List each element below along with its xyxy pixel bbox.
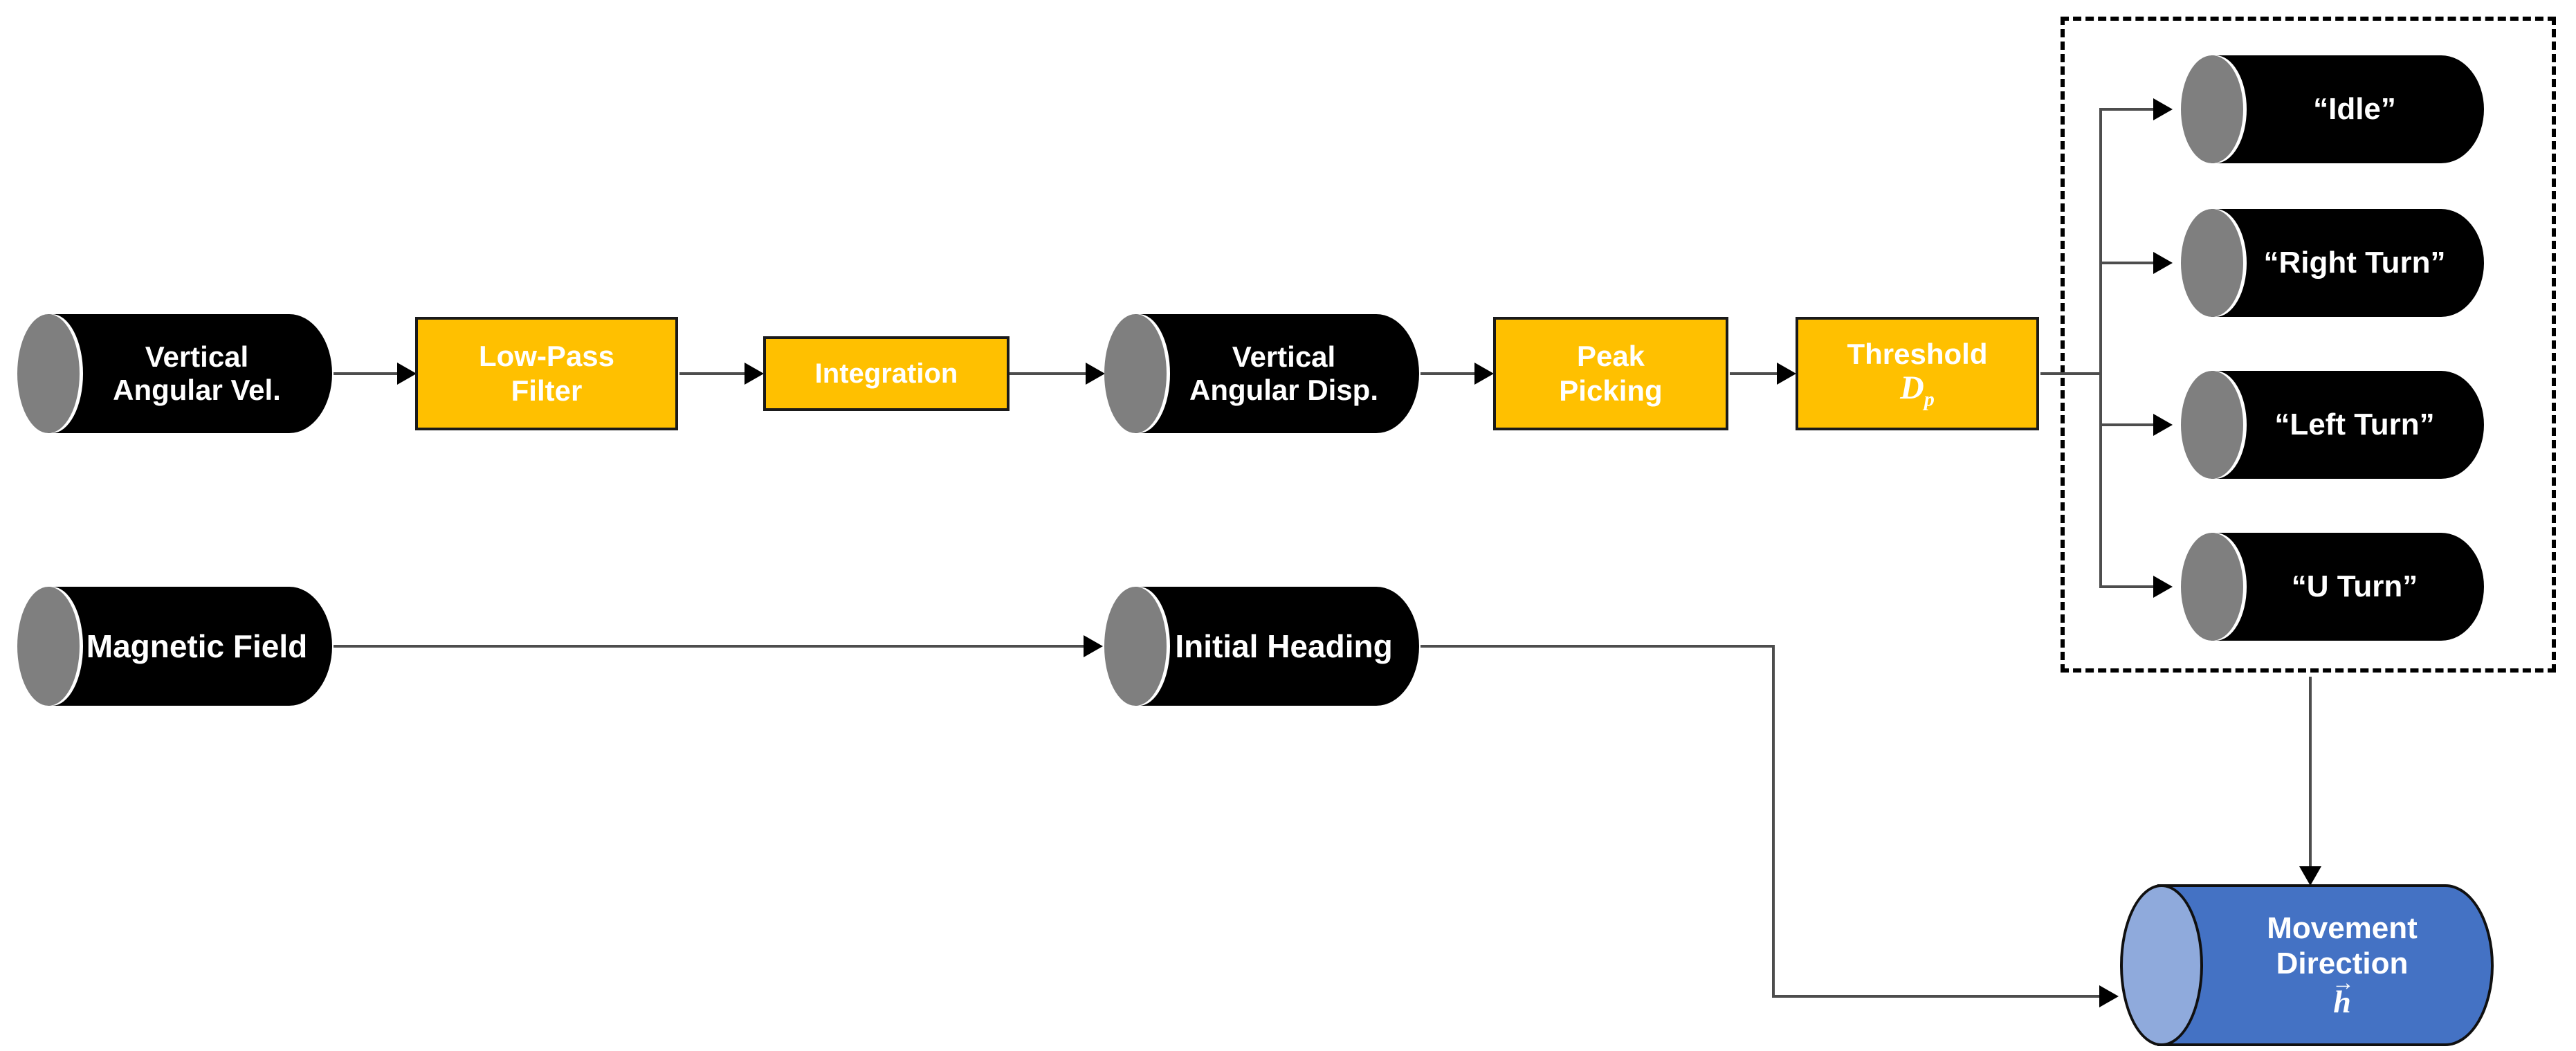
cylinder-cap xyxy=(2181,533,2243,641)
node-label: Movement Direction →h xyxy=(2196,884,2488,1046)
label-line: “Right Turn” xyxy=(2263,245,2446,280)
node-initial-heading: Initial Heading xyxy=(1104,587,1419,706)
node-threshold: Threshold Dp xyxy=(1796,317,2039,430)
arrowhead-right-icon xyxy=(1474,363,1494,385)
connector-group-to-movement xyxy=(2309,677,2312,868)
arrowhead-right-icon xyxy=(1084,635,1103,657)
node-magnetic-field: Magnetic Field xyxy=(17,587,332,706)
connector-integration-to-disp xyxy=(1010,372,1087,375)
vector-letter: h xyxy=(2333,984,2351,1020)
label-line: Magnetic Field xyxy=(86,628,308,664)
cylinder-body xyxy=(2211,55,2484,163)
node-peak-picking: Peak Picking xyxy=(1493,317,1728,430)
arrowhead-right-icon xyxy=(1777,363,1796,385)
label-line: “Idle” xyxy=(2313,91,2396,126)
node-label: Magnetic Field xyxy=(67,587,327,706)
cylinder-cap xyxy=(2181,55,2243,163)
cylinder-cap xyxy=(2120,884,2203,1046)
cylinder-cap xyxy=(2181,371,2243,479)
node-movement-direction: Movement Direction →h xyxy=(2120,884,2494,1046)
arrowhead-right-icon xyxy=(397,363,417,385)
cylinder-cap xyxy=(2181,209,2243,317)
cylinder-cap xyxy=(17,314,80,433)
connector-peak-to-threshold xyxy=(1730,372,1778,375)
arrowhead-right-icon xyxy=(2153,252,2173,274)
node-label: “Left Turn” xyxy=(2231,371,2478,479)
label-line: “U Turn” xyxy=(2291,569,2418,603)
cylinder-cap xyxy=(17,587,80,706)
connector-vel-to-lpf xyxy=(334,372,399,375)
node-low-pass-filter: Low-Pass Filter xyxy=(415,317,678,430)
connector-heading-elbow-bottom xyxy=(1772,995,2101,998)
cylinder-body xyxy=(1135,314,1419,433)
cylinder-body xyxy=(48,314,332,433)
label-line: Peak xyxy=(1576,339,1645,372)
connector-threshold-to-branch xyxy=(2040,372,2102,375)
node-label: “Idle” xyxy=(2231,55,2478,163)
cylinder-body xyxy=(48,587,332,706)
connector-disp-to-peak xyxy=(1421,372,1476,375)
arrowhead-right-icon xyxy=(745,363,764,385)
label-line: Angular Vel. xyxy=(113,374,281,406)
label-line: Filter xyxy=(511,374,583,407)
threshold-formula: Dp xyxy=(1900,372,1935,410)
label-line: Vertical xyxy=(145,340,249,373)
cylinder-cap xyxy=(1104,314,1167,433)
vector-arrow-icon: → xyxy=(2331,969,2355,996)
node-label: Initial Heading xyxy=(1154,587,1414,706)
cylinder-cap xyxy=(1104,587,1167,706)
arrowhead-right-icon xyxy=(1086,363,1105,385)
label-line: Angular Disp. xyxy=(1189,374,1379,406)
node-idle: “Idle” xyxy=(2181,55,2484,163)
node-label: “U Turn” xyxy=(2231,533,2478,641)
node-integration: Integration xyxy=(763,336,1010,411)
label-line: “Left Turn” xyxy=(2274,407,2435,441)
arrowhead-right-icon xyxy=(2099,985,2119,1007)
formula-subscript: p xyxy=(1924,387,1935,411)
formula-symbol: D xyxy=(1900,369,1924,407)
cylinder-body xyxy=(2211,533,2484,641)
cylinder-body xyxy=(2157,884,2494,1046)
label-line: Low-Pass xyxy=(478,339,615,372)
node-label: Vertical Angular Disp. xyxy=(1154,314,1414,433)
label-line: Initial Heading xyxy=(1175,628,1393,664)
connector-magnetic-to-heading xyxy=(334,645,1084,648)
connector-heading-elbow-vertical xyxy=(1772,645,1775,998)
branch-line-u-turn xyxy=(2102,585,2155,588)
branch-line-idle xyxy=(2102,108,2155,111)
arrowhead-right-icon xyxy=(2153,98,2173,120)
label-line: Threshold xyxy=(1847,338,1988,370)
node-vertical-angular-vel: Vertical Angular Vel. xyxy=(17,314,332,433)
label-line: Movement xyxy=(2267,911,2418,946)
cylinder-body xyxy=(2211,209,2484,317)
label-line: Direction xyxy=(2276,946,2409,980)
branch-line-left-turn xyxy=(2102,423,2155,426)
label-line: Integration xyxy=(814,358,958,389)
arrowhead-right-icon xyxy=(2153,576,2173,598)
branch-line-right-turn xyxy=(2102,262,2155,264)
node-right-turn: “Right Turn” xyxy=(2181,209,2484,317)
connector-heading-elbow-top xyxy=(1421,645,1775,648)
label-line: Picking xyxy=(1559,374,1663,407)
node-vertical-angular-disp: Vertical Angular Disp. xyxy=(1104,314,1419,433)
cylinder-body xyxy=(2211,371,2484,479)
turn-classes-group-box xyxy=(2061,17,2556,673)
cylinder-body xyxy=(1135,587,1419,706)
node-label: “Right Turn” xyxy=(2231,209,2478,317)
arrowhead-down-icon xyxy=(2299,866,2321,886)
h-vector-symbol: →h xyxy=(2332,971,2355,1020)
branch-trunk-line xyxy=(2099,108,2102,588)
connector-lpf-to-integration xyxy=(679,372,746,375)
arrowhead-right-icon xyxy=(2153,414,2173,436)
node-label: Vertical Angular Vel. xyxy=(67,314,327,433)
label-line: Vertical xyxy=(1232,340,1336,373)
node-left-turn: “Left Turn” xyxy=(2181,371,2484,479)
node-u-turn: “U Turn” xyxy=(2181,533,2484,641)
